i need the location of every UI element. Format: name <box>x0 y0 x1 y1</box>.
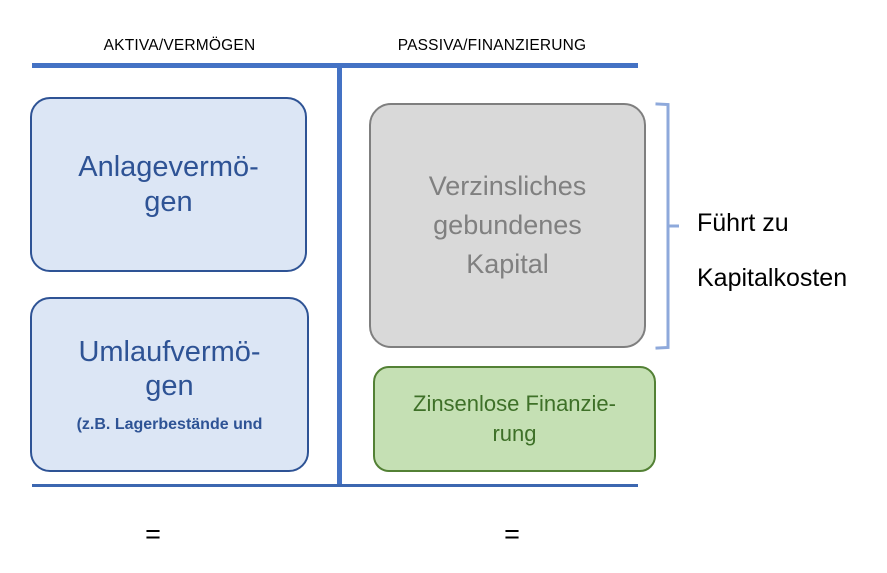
box-anlagevermoegen[interactable]: Anlagevermö- gen <box>30 97 307 272</box>
box-umlaufvermoegen-label: Umlaufvermö- gen <box>78 335 261 402</box>
column-heading-passiva: PASSIVA/FINANZIERUNG <box>397 37 587 54</box>
box-anlagevermoegen-label: Anlagevermö- gen <box>78 151 259 218</box>
box-zinsenlose-finanzierung[interactable]: Zinsenlose Finanzie- rung <box>373 366 656 472</box>
box-umlaufvermoegen[interactable]: Umlaufvermö- gen (z.B. Lagerbestände und <box>30 297 309 472</box>
bottom-divider-rule <box>32 484 638 487</box>
column-heading-aktiva: AKTIVA/VERMÖGEN <box>103 37 256 54</box>
box-zinsenlose-finanzierung-label: Zinsenlose Finanzie- rung <box>413 391 616 446</box>
curly-brace-icon <box>655 102 679 350</box>
box-umlaufvermoegen-sublabel: (z.B. Lagerbestände und <box>76 416 263 434</box>
equals-sign-passiva: = <box>504 519 520 549</box>
equals-sign-aktiva: = <box>145 519 161 549</box>
vertical-divider-rule <box>337 63 342 487</box>
annotation-fuehrt-zu: Führt zu <box>697 209 789 237</box>
top-divider-rule <box>32 63 638 68</box>
box-verzinsliches-gebundenes-kapital[interactable]: Verzinsliches gebundenes Kapital <box>369 103 646 348</box>
annotation-kapitalkosten: Kapitalkosten <box>697 264 848 292</box>
box-verzinsliches-gebundenes-kapital-label: Verzinsliches gebundenes Kapital <box>428 170 587 280</box>
